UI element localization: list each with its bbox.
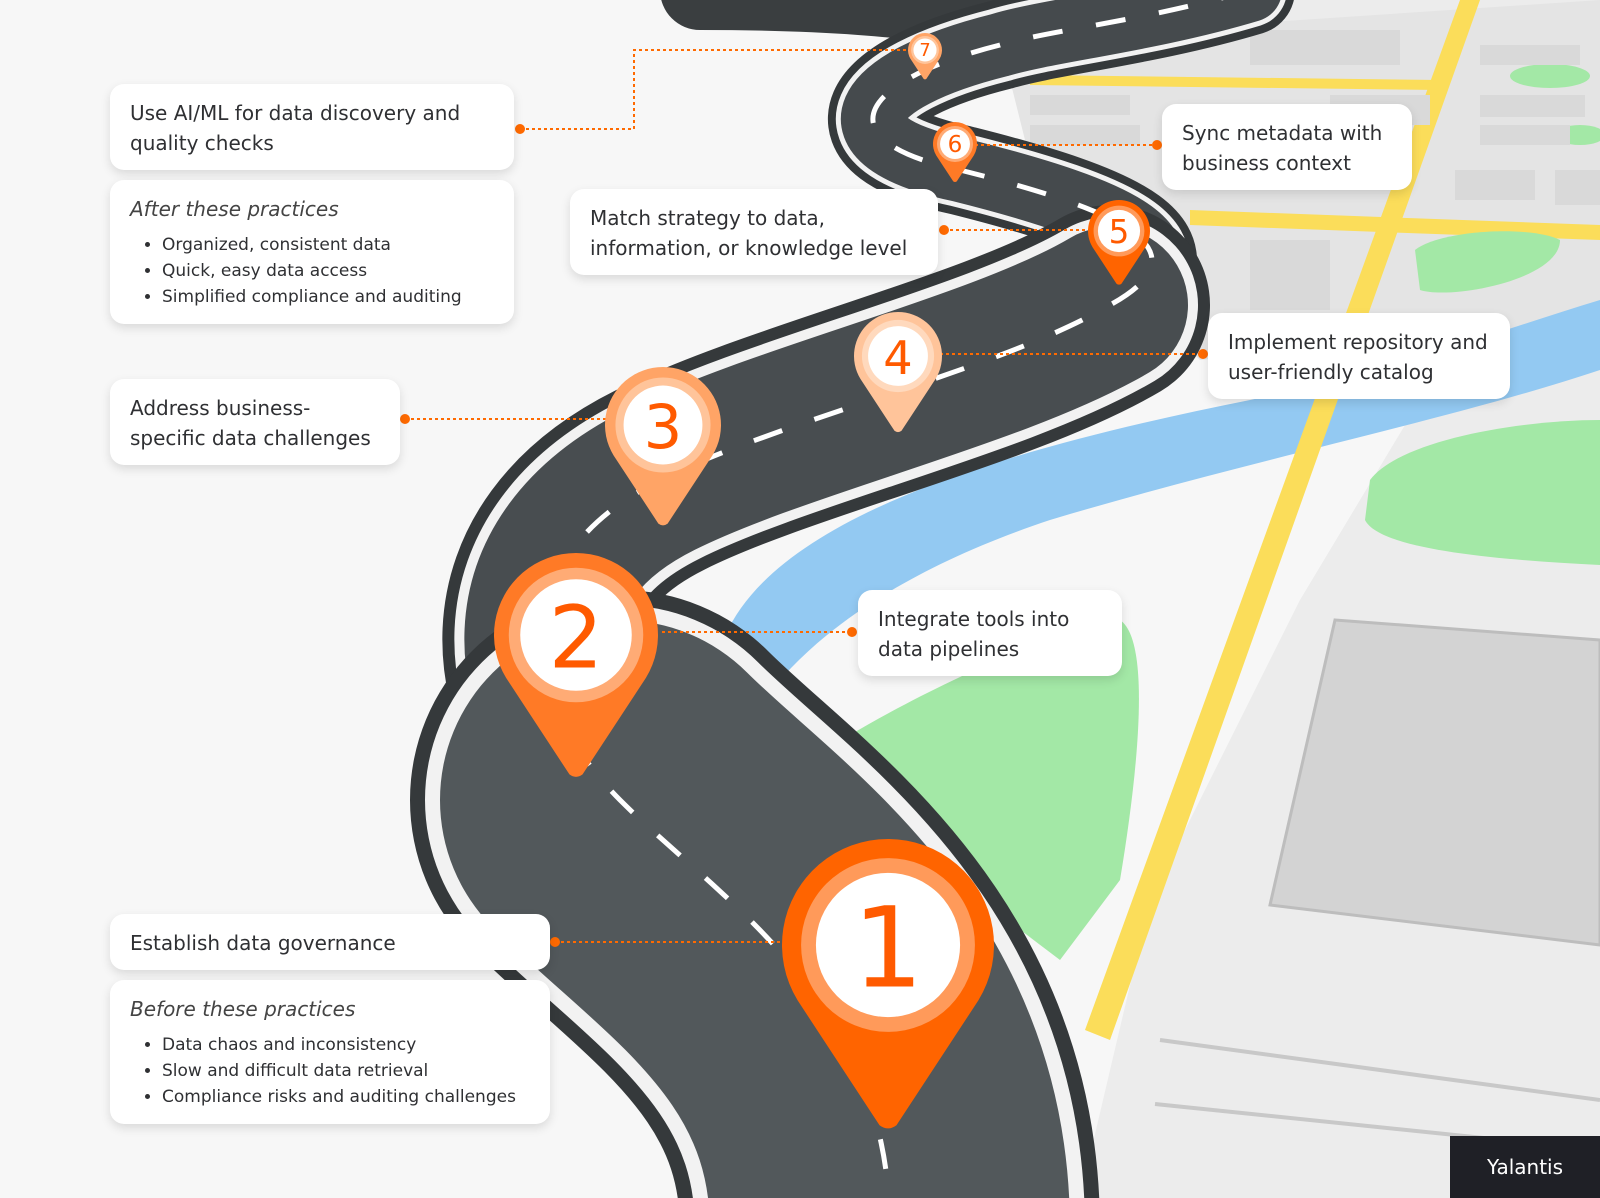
step-2-card: Integrate tools into data pipelines [858,590,1122,676]
step-4-card: Implement repository and user-friendly c… [1208,313,1510,399]
pin-number: 5 [1109,213,1130,251]
pin-step-4: 4 [854,312,943,433]
pin-step-5: 5 [1088,199,1150,285]
pin-step-3: 3 [604,366,721,526]
pin-step-7: 7 [908,33,942,80]
step-7-card: Use AI/ML for data discovery and quality… [110,84,514,170]
connector-lines [405,49,1203,943]
pin-number: 1 [853,885,924,1014]
step-1-label: Establish data governance [130,931,396,955]
lane-markings [540,0,1224,1198]
connector-dots [400,124,1208,947]
step-4-label: Implement repository and user-friendly c… [1228,330,1488,384]
logo-text: Yalantis [1486,1155,1564,1179]
step-6-label: Sync metadata with business context [1182,121,1383,175]
step-6-card: Sync metadata with business context [1162,104,1412,190]
park [810,620,1139,960]
step-2-label: Integrate tools into data pipelines [878,607,1070,661]
step-7-label: Use AI/ML for data discovery and quality… [130,101,461,155]
yalantis-logo: Yalantis [1450,1136,1600,1198]
building-block [1268,618,1600,947]
pin-step-1: 1 [782,839,994,1129]
after-item: Organized, consistent data [162,232,494,258]
pin-number: 3 [644,392,683,463]
after-item: Simplified compliance and auditing [162,284,494,310]
after-item: Quick, easy data access [162,258,494,284]
pin-number: 2 [549,588,604,688]
pin-step-6: 6 [932,121,977,183]
pin-number: 4 [883,331,912,385]
pin-step-2: 2 [493,552,658,777]
pin-number: 6 [948,132,963,158]
step-3-label: Address business-specific data challenge… [130,396,371,450]
yellow-street [1085,0,1480,1040]
step-1-card: Establish data governance [110,914,550,970]
before-item: Data chaos and inconsistency [162,1032,530,1058]
before-practices-card: Before these practices Data chaos and in… [110,980,550,1124]
after-title: After these practices [130,197,339,221]
before-item: Slow and difficult data retrieval [162,1058,530,1084]
before-title: Before these practices [130,997,356,1021]
city-map [720,0,1600,1198]
after-practices-card: After these practices Organized, consist… [110,180,514,324]
before-item: Compliance risks and auditing challenges [162,1084,530,1110]
river [720,300,1600,720]
step-5-label: Match strategy to data, information, or … [590,206,908,260]
step-5-card: Match strategy to data, information, or … [570,189,938,275]
pin-number: 7 [919,40,930,61]
step-3-card: Address business-specific data challenge… [110,379,400,465]
